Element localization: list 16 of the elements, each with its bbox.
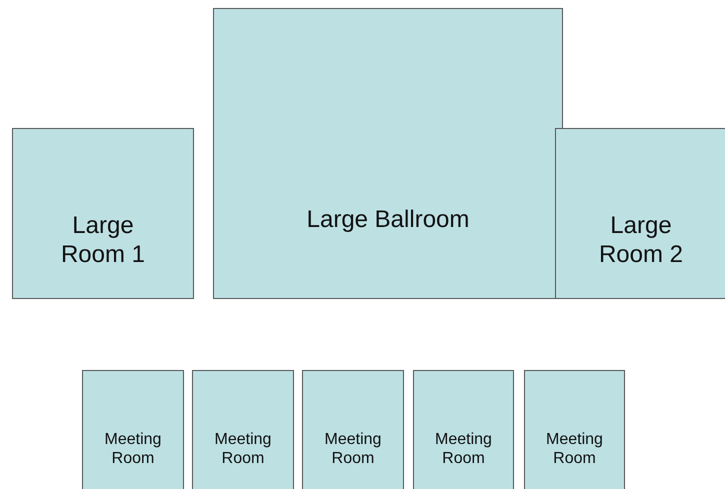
room-label: Meeting Room [434, 430, 493, 468]
room-box [524, 370, 625, 489]
room-label: Large Room 2 [598, 212, 684, 270]
room-label: Large Room 1 [60, 212, 146, 270]
room-box [82, 370, 184, 489]
room-box [12, 128, 194, 299]
room-box [413, 370, 514, 489]
room-label: Meeting Room [545, 430, 604, 468]
room-box [192, 370, 294, 489]
room-box [302, 370, 404, 489]
room-label: Large Ballroom [306, 206, 470, 234]
room-label: Meeting Room [214, 430, 272, 468]
room-box [213, 8, 563, 299]
room-box [555, 128, 725, 299]
room-label: Meeting Room [324, 430, 382, 468]
room-label: Meeting Room [104, 430, 162, 468]
